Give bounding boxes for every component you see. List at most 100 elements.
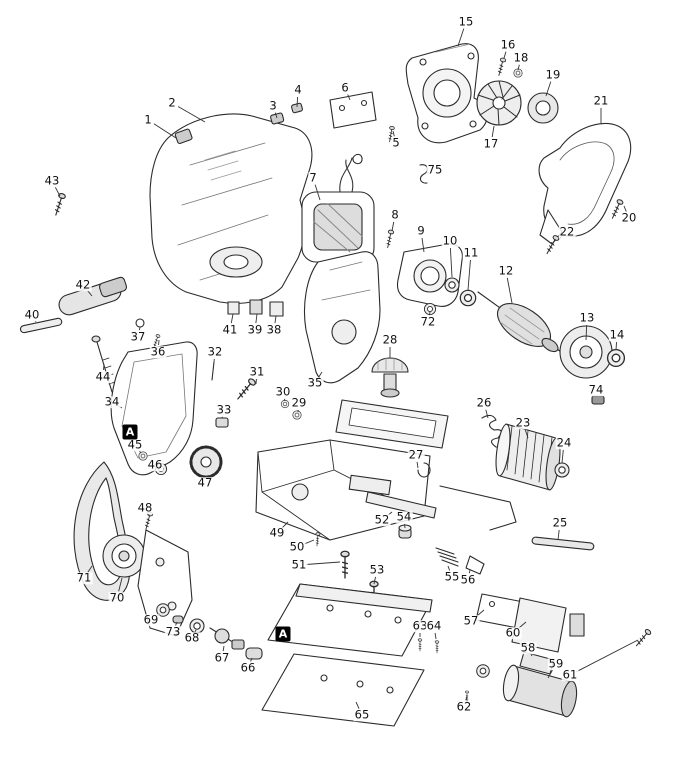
part-pulley-13: [559, 325, 613, 379]
part-front-grip: [58, 276, 128, 316]
part-number-label: 36: [149, 344, 167, 359]
part-gear-47: [189, 445, 223, 479]
part-number-label: 35: [306, 375, 324, 390]
part-cap-74: [591, 395, 605, 405]
part-number-label: 41: [221, 322, 239, 337]
part-number-label: 53: [368, 562, 386, 577]
part-number-label: 24: [555, 435, 573, 450]
part-number-label: 58: [519, 640, 537, 655]
part-strip-52: [365, 491, 437, 519]
part-number-label: 68: [183, 630, 201, 645]
part-number-label: 57: [462, 613, 480, 628]
part-number-label: 38: [265, 322, 283, 337]
part-base-plate-65: [261, 653, 425, 727]
part-number-label: 71: [75, 570, 93, 585]
part-number-label: 18: [512, 50, 530, 65]
part-number-label: 8: [390, 207, 400, 222]
part-number-label: 45: [126, 437, 144, 452]
part-plate-60: [511, 597, 585, 653]
part-number-label: 13: [578, 310, 596, 325]
part-clip-27: [417, 462, 431, 478]
part-number-label: 26: [475, 395, 493, 410]
part-rod-40: [19, 317, 63, 334]
part-spring-55: [435, 547, 459, 567]
part-number-label: 10: [441, 233, 459, 248]
part-number-label: 16: [499, 37, 517, 52]
part-bolt-44: [91, 335, 116, 393]
part-number-label: 75: [426, 162, 444, 177]
part-motor-housing: [149, 102, 313, 304]
detail-marker: A: [275, 626, 291, 642]
part-rod-25: [531, 536, 595, 551]
part-number-label: 44: [94, 369, 112, 384]
part-number-label: 55: [443, 569, 461, 584]
part-number-label: 67: [213, 650, 231, 665]
part-number-label: 23: [514, 415, 532, 430]
part-number-label: 74: [587, 382, 605, 397]
part-fan: [476, 80, 522, 126]
part-number-label: 5: [391, 135, 401, 150]
part-knurled-roller-23: [495, 423, 561, 491]
part-brush-plate: [329, 91, 377, 129]
part-number-label: 64: [425, 618, 443, 633]
part-number-label: 48: [136, 500, 154, 515]
part-number-label: 7: [308, 170, 318, 185]
part-number-label: 62: [455, 699, 473, 714]
part-pin-32: [211, 361, 215, 381]
part-number-label: 11: [462, 245, 480, 260]
part-number-label: 31: [248, 364, 266, 379]
part-armature: [477, 291, 576, 363]
part-block-41: [227, 301, 240, 315]
part-number-label: 39: [246, 322, 264, 337]
part-number-label: 19: [544, 67, 562, 82]
part-number-label: 14: [608, 327, 626, 342]
part-block-38: [269, 301, 284, 317]
part-bearing-retainer: [396, 243, 463, 307]
part-sleeve-66: [245, 647, 263, 660]
part-pulley-70: [102, 534, 146, 578]
part-block-39: [249, 299, 263, 315]
part-base-plate-upper: [267, 583, 433, 657]
part-number-label: 29: [290, 395, 308, 410]
part-number-label: 65: [353, 707, 371, 722]
part-number-label: 17: [482, 136, 500, 151]
part-number-label: 3: [268, 98, 278, 113]
part-number-label: 4: [293, 82, 303, 97]
part-number-label: 72: [419, 314, 437, 329]
part-number-label: 27: [407, 447, 425, 462]
part-number-label: 25: [551, 515, 569, 530]
part-field-stator: [301, 153, 375, 263]
part-number-label: 66: [239, 660, 257, 675]
part-number-label: 9: [416, 223, 426, 238]
part-number-label: 63: [411, 618, 429, 633]
part-number-label: 43: [43, 173, 61, 188]
part-inner-housing: [303, 251, 381, 384]
part-pin-73: [172, 615, 184, 624]
part-drum-59: [502, 664, 578, 718]
part-number-label: 61: [561, 667, 579, 682]
part-lever-56: [465, 555, 485, 575]
part-number-label: 46: [146, 457, 164, 472]
part-fan-housing: [405, 43, 488, 144]
part-number-label: 32: [206, 344, 224, 359]
part-number-label: 56: [459, 572, 477, 587]
part-number-label: 22: [558, 224, 576, 239]
part-number-label: 20: [620, 210, 638, 225]
part-lever-arm: [439, 485, 517, 531]
part-number-label: 37: [129, 329, 147, 344]
part-number-label: 59: [547, 656, 565, 671]
part-number-label: 52: [373, 512, 391, 527]
part-number-label: 49: [268, 525, 286, 540]
part-number-label: 73: [164, 624, 182, 639]
part-number-label: 30: [274, 384, 292, 399]
part-shaft-67: [209, 627, 245, 650]
part-number-label: 50: [288, 539, 306, 554]
part-number-label: 28: [381, 332, 399, 347]
part-number-label: 1: [143, 112, 153, 127]
part-number-label: 33: [215, 402, 233, 417]
part-number-label: 42: [74, 277, 92, 292]
part-number-label: 69: [142, 612, 160, 627]
part-number-label: 54: [395, 509, 413, 524]
